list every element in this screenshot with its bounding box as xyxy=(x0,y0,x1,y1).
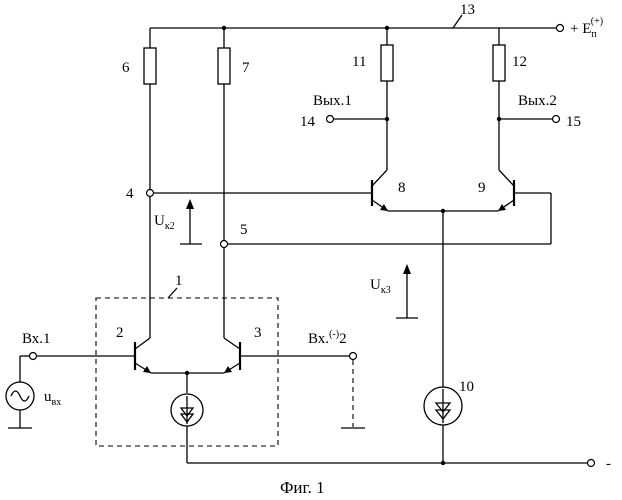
label-node-3: 3 xyxy=(254,325,262,341)
label-node-6: 6 xyxy=(122,60,130,76)
label-negative: - xyxy=(606,456,611,472)
input-2 xyxy=(240,353,365,429)
figure-caption: Фиг. 1 xyxy=(280,478,325,497)
resistor-6 xyxy=(144,28,156,189)
label-input-2: Вх.(-)2 xyxy=(308,329,347,347)
transistor-3 xyxy=(224,248,240,373)
node-5-terminal xyxy=(221,241,228,248)
negative-terminal xyxy=(588,460,595,467)
current-source-10 xyxy=(424,387,462,465)
label-node-8: 8 xyxy=(398,180,406,196)
label-uk2: Uк2 xyxy=(154,213,175,232)
label-node-1: 1 xyxy=(175,273,183,289)
label-uvx: uвх xyxy=(44,389,61,408)
label-uk3: Uк3 xyxy=(370,277,391,296)
label-node-4: 4 xyxy=(126,186,134,202)
supply-label: + Eп(+) xyxy=(570,16,603,40)
label-node-14: 14 xyxy=(300,114,316,130)
voltage-arrow-uk3 xyxy=(396,264,418,318)
label-node-13: 13 xyxy=(460,2,475,18)
supply-rail xyxy=(150,15,564,32)
label-node-7: 7 xyxy=(242,60,250,76)
emitter-bus-2-3 xyxy=(151,371,224,393)
label-node-12: 12 xyxy=(512,54,527,70)
label-input-1: Вх.1 xyxy=(22,331,51,347)
label-node-5: 5 xyxy=(240,222,248,238)
node-4-terminal xyxy=(147,190,154,197)
label-node-10: 10 xyxy=(459,379,474,395)
label-output-1: Вых.1 xyxy=(313,93,352,109)
transistor-9 xyxy=(228,170,551,244)
label-node-9: 9 xyxy=(478,180,486,196)
supply-terminal xyxy=(557,25,564,32)
resistor-7 xyxy=(218,28,230,244)
output-2-terminal xyxy=(553,116,560,123)
label-node-2: 2 xyxy=(116,325,124,341)
input-1 xyxy=(6,353,135,429)
emitter-bus-8-9 xyxy=(388,209,498,387)
input-2-terminal xyxy=(350,353,357,360)
negative-rail xyxy=(187,460,595,467)
voltage-arrow-uk2 xyxy=(180,199,202,244)
transistor-2 xyxy=(135,197,151,373)
output-1-terminal xyxy=(327,116,334,123)
label-output-2: Вых.2 xyxy=(518,93,557,109)
label-node-11: 11 xyxy=(352,54,366,70)
input-1-terminal xyxy=(30,353,37,360)
label-node-15: 15 xyxy=(566,114,581,130)
current-source-block-1 xyxy=(171,394,203,463)
